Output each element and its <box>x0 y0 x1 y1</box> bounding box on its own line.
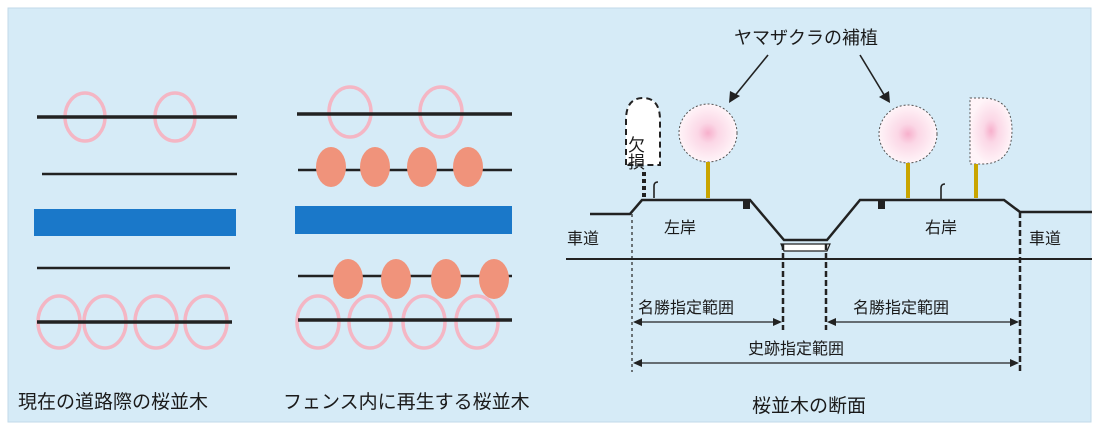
left-road-label: 車道 <box>567 229 599 248</box>
right-bank-label: 右岸 <box>925 218 957 237</box>
panel-section: ヤマザクラの補植 欠損 <box>566 28 1092 417</box>
sakura-tree-icon <box>678 103 738 198</box>
arrowhead <box>827 318 836 326</box>
road-band <box>295 206 512 234</box>
sakura-ring-icon <box>454 294 500 350</box>
sakura-tree-planted-icon <box>431 259 461 299</box>
sakura-ring-icon <box>347 294 393 350</box>
sakura-tree-planted-icon <box>316 147 346 187</box>
arrowhead <box>1010 318 1019 326</box>
sakura-tree-planted-icon <box>381 259 411 299</box>
missing-tree-outline-icon <box>625 96 661 166</box>
arrowhead <box>633 318 642 326</box>
caption-regenerated: フェンス内に再生する桜並木 <box>283 391 530 413</box>
bollard-icon <box>743 201 750 209</box>
left-bank-label: 左岸 <box>664 218 696 237</box>
historic-label: 史跡指定範囲 <box>748 339 844 358</box>
sakura-tree-planted-icon <box>360 147 390 187</box>
road-band <box>34 209 236 236</box>
sakura-ring-icon <box>418 85 464 139</box>
sakura-ring-icon <box>327 85 373 139</box>
scenic-right-label: 名勝指定範囲 <box>853 298 949 317</box>
sakura-tree-planted-icon <box>407 147 437 187</box>
bollard-icon <box>878 201 885 209</box>
missing-label: 欠損 <box>624 136 645 171</box>
arrowhead <box>1010 359 1019 367</box>
caption-current: 現在の道路際の桜並木 <box>18 391 208 413</box>
ground-profile <box>590 198 1092 242</box>
right-road-label: 車道 <box>1029 229 1061 248</box>
arrowhead <box>773 318 782 326</box>
panel-current: 現在の道路際の桜並木 <box>18 91 237 413</box>
caption-section: 桜並木の断面 <box>752 395 866 417</box>
sakura-ring-icon <box>295 294 341 350</box>
arrow-icon <box>859 54 890 103</box>
lamp-post-icon <box>940 183 946 199</box>
sakura-tree-planted-icon <box>333 259 363 299</box>
arrowhead <box>633 359 642 367</box>
replant-label: ヤマザクラの補植 <box>734 28 878 49</box>
sakura-tree-icon <box>878 104 938 198</box>
sakura-tree-planted-icon <box>453 147 483 187</box>
sakura-ring-icon <box>401 294 447 350</box>
water-channel <box>780 243 831 252</box>
scenic-left-label: 名勝指定範囲 <box>638 298 734 317</box>
arrow-icon <box>729 54 769 103</box>
panel-regenerated: フェンス内に再生する桜並木 <box>283 85 530 413</box>
half-sakura-tree-icon <box>969 97 1013 198</box>
lamp-post-icon <box>653 181 659 198</box>
sakura-tree-planted-icon <box>479 259 509 299</box>
